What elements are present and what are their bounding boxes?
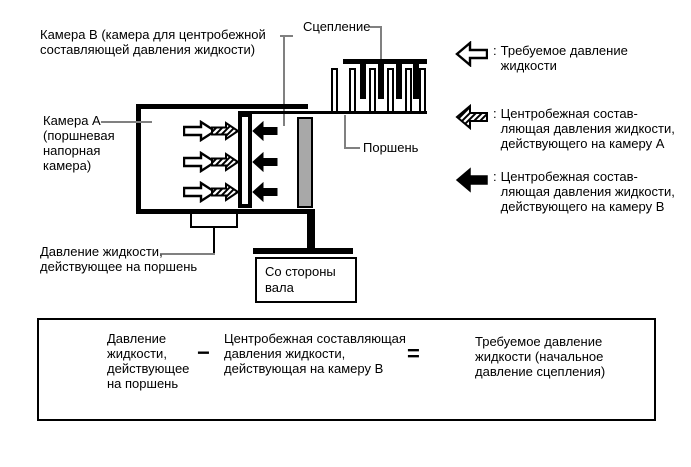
legend-line: ляющая давления жидкости,	[500, 121, 675, 136]
chamber-b-wall	[238, 113, 252, 208]
formula-term1-line1: Давление	[107, 331, 167, 346]
clutch-driven-plate	[405, 68, 412, 113]
legend-colon: :	[493, 43, 497, 58]
clutch-drive-plate	[396, 64, 402, 99]
clutch-drive-plate	[378, 64, 384, 99]
legend-item-centrifugal-a: : Центробежная состав- ляющая давления ж…	[455, 104, 675, 151]
piston-plate-line	[238, 111, 427, 114]
equals-operator: =	[407, 341, 420, 366]
legend-line: действующего на камеру A	[500, 136, 665, 151]
formula-term2-line2: давления жидкости,	[224, 346, 346, 361]
centrifugal-b-left-arrow-icon	[252, 182, 278, 202]
chamber-bottom-edge	[136, 209, 315, 214]
camera-b-label: Камера B (камера для центробежной состав…	[40, 27, 266, 57]
legend-lines: Центробежная состав- ляющая давления жид…	[501, 169, 675, 214]
shaft-side-box-line2: вала	[265, 280, 294, 295]
legend-item-centrifugal-b: : Центробежная состав- ляющая давления ж…	[455, 167, 675, 214]
bracket-stem	[213, 226, 215, 255]
camera-b-label-line2: составляющей давления жидкости)	[40, 42, 256, 57]
formula-result-line3: давление сцепления)	[475, 364, 606, 379]
legend-item-required-pressure: : Требуемое давление жидкости	[455, 41, 628, 73]
legend-line: жидкости	[500, 58, 557, 73]
minus-operator: −	[197, 340, 210, 365]
clutch-drive-plate	[360, 64, 366, 99]
chamber-shaft-connector	[307, 214, 315, 254]
gray-piston-bar	[297, 117, 313, 208]
formula-result-line1: Требуемое давление	[475, 334, 603, 349]
legend-lines: Требуемое давление жидкости	[501, 43, 628, 73]
legend-line: Центробежная состав-	[500, 106, 638, 121]
bracket-left-tick	[190, 214, 192, 228]
formula-term1-line3: действующее	[107, 361, 190, 376]
camera-a-label-line2: (поршневая	[43, 128, 115, 143]
centrifugal-a-right-arrow-icon	[211, 182, 240, 202]
centrifugal-a-right-arrow-icon	[211, 152, 240, 172]
formula-term-centrifugal-b: Центробежная составляющая давления жидко…	[224, 331, 406, 376]
outline-left-arrow-icon	[455, 41, 488, 67]
chamber-top-edge	[136, 104, 308, 109]
formula-result-line2: жидкости (начальное	[475, 349, 604, 364]
clutch-drum-top-bar	[343, 59, 427, 64]
legend-line: Требуемое давление	[500, 43, 628, 58]
centrifugal-b-left-arrow-icon	[252, 152, 278, 172]
formula-term1-line4: на поршень	[107, 376, 179, 391]
clutch-driven-plate	[369, 68, 376, 113]
camera-b-label-line1: Камера B (камера для центробежной	[40, 27, 266, 42]
clutch-driven-plate	[349, 68, 356, 113]
camera-a-label-line1: Камера A	[43, 113, 101, 128]
piston-pressure-label: Давление жидкости, действующее на поршен…	[40, 244, 197, 274]
bracket-right-tick	[236, 214, 238, 228]
piston-leader-horizontal	[344, 147, 360, 149]
camera-b-leader-vertical	[283, 35, 285, 126]
formula-box: Давление жидкости, действующее на поршен…	[37, 318, 656, 421]
clutch-driven-plate	[387, 68, 394, 113]
formula-result-required-pressure: Требуемое давление жидкости (начальное д…	[475, 334, 605, 379]
clutch-driven-plate	[331, 68, 338, 113]
legend-colon: :	[493, 106, 497, 121]
camera-a-label: Камера A (поршневая напорная камера)	[43, 113, 115, 173]
legend-lines: Центробежная состав- ляющая давления жид…	[501, 106, 675, 151]
legend-colon: :	[493, 169, 497, 184]
camera-a-label-line4: камера)	[43, 158, 92, 173]
pressure-right-arrow-icon	[183, 151, 217, 173]
clutch-drive-plate	[413, 64, 419, 99]
pressure-right-arrow-icon	[183, 181, 217, 203]
formula-term2-line1: Центробежная составляющая	[224, 331, 406, 346]
hatched-left-arrow-icon	[455, 104, 488, 130]
camera-b-leader-horizontal	[280, 35, 293, 37]
pressure-label-leader	[160, 253, 215, 255]
clutch-leader-horizontal	[370, 26, 382, 28]
centrifugal-b-left-arrow-icon	[252, 121, 278, 141]
clutch-label: Сцепление	[303, 19, 371, 34]
centrifugal-a-right-arrow-icon	[211, 121, 240, 141]
shaft-line	[253, 248, 353, 254]
pressure-right-arrow-icon	[183, 120, 217, 142]
legend-line: Центробежная состав-	[500, 169, 638, 184]
formula-term2-line3: действующая на камеру B	[224, 361, 384, 376]
chamber-left-edge	[136, 104, 141, 214]
piston-pressure-label-line1: Давление жидкости,	[40, 244, 163, 259]
piston-leader-vertical	[344, 115, 346, 149]
shaft-side-box: Со стороны вала	[255, 257, 357, 303]
legend-line: ляющая давления жидкости,	[500, 184, 675, 199]
camera-a-leader-horizontal	[101, 121, 152, 123]
solid-left-arrow-icon	[455, 167, 488, 193]
formula-term1-line2: жидкости,	[107, 346, 167, 361]
formula-term-piston-pressure: Давление жидкости, действующее на поршен…	[107, 331, 189, 391]
shaft-side-box-line1: Со стороны	[265, 264, 336, 279]
clutch-driven-plate	[419, 68, 426, 113]
piston-pressure-label-line2: действующее на поршень	[40, 259, 198, 274]
clutch-leader-vertical	[380, 26, 382, 61]
piston-label: Поршень	[363, 140, 419, 155]
legend-line: действующего на камеру B	[500, 199, 665, 214]
camera-a-label-line3: напорная	[43, 143, 101, 158]
